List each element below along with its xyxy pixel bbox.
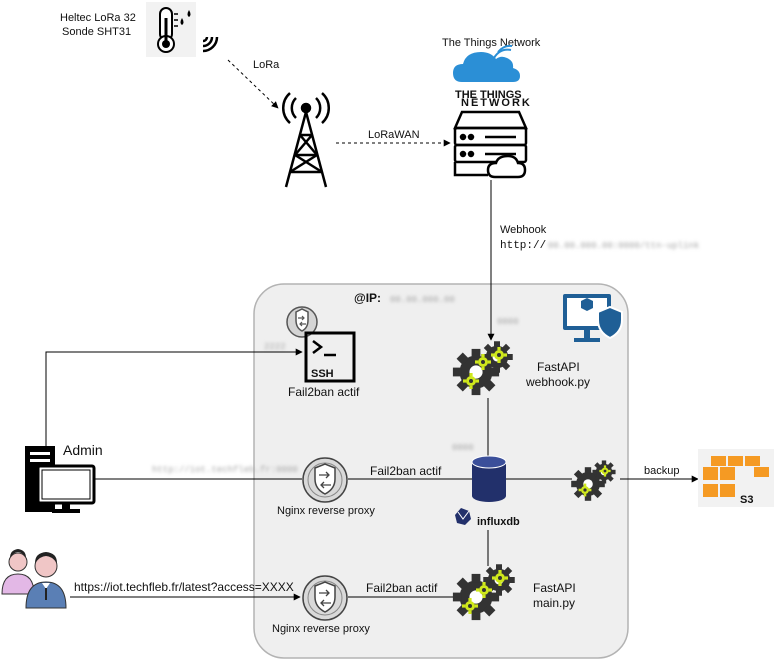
svg-text:NETWORK: NETWORK (461, 97, 532, 109)
influxdb-logo: influxdb (455, 508, 520, 528)
fastapi-main-label-1: FastAPI (533, 581, 576, 595)
ttn-server-icon (453, 110, 528, 179)
svg-text:2222: 2222 (264, 342, 286, 352)
thermometer-icon (146, 2, 196, 57)
wireless-signal-icon (202, 36, 219, 53)
users-icon (1, 549, 67, 609)
nginx-bottom-shield-icon (302, 575, 348, 621)
svg-text:0000: 0000 (452, 443, 474, 453)
webhook-url: http:// (500, 240, 546, 252)
nginx-bottom-label: Nginx reverse proxy (272, 623, 370, 635)
svg-text:00.00.000.00:0000/ttn-uplink: 00.00.000.00:0000/ttn-uplink (548, 241, 699, 251)
server-ip-label: @IP: (354, 291, 381, 305)
server-box (253, 283, 629, 659)
aws-s3-icon: S3 (698, 449, 774, 507)
ttn-cloud-logo: THE THINGS NETWORK (453, 44, 532, 109)
lora-label: LoRa (253, 59, 280, 71)
fastapi-webhook-label-2: webhook.py (525, 375, 590, 389)
security-monitor-icon (563, 294, 623, 342)
lorawan-label: LoRaWAN (368, 129, 420, 141)
fastapi-webhook-label-1: FastAPI (537, 360, 580, 374)
nginx-middle-label: Nginx reverse proxy (277, 505, 375, 517)
backup-label: backup (644, 465, 679, 477)
fail2ban-ssh-icon (286, 306, 318, 338)
sensor-label-line2: Sonde SHT31 (62, 26, 131, 38)
admin-computer-icon (25, 446, 96, 513)
webhook-label: Webhook (500, 224, 547, 236)
nginx-middle-shield-icon (302, 457, 348, 503)
influxdb-cylinder-icon (471, 455, 507, 502)
ttn-title: The Things Network (442, 37, 541, 49)
ssh-label: SSH (311, 368, 334, 380)
fail2ban-middle-label: Fail2ban actif (370, 464, 442, 478)
sensor-label-line1: Heltec LoRa 32 (60, 12, 136, 24)
antenna-tower-icon (281, 92, 331, 188)
fastapi-main-label-2: main.py (533, 596, 575, 610)
svg-text:http://iot.techfleb.fr:0000: http://iot.techfleb.fr:0000 (152, 465, 298, 475)
public-url-label: https://iot.techfleb.fr/latest?access=XX… (74, 580, 294, 594)
influxdb-wordmark: influxdb (477, 516, 520, 528)
fail2ban-ssh-label: Fail2ban actif (288, 385, 360, 399)
svg-text:0000: 0000 (497, 317, 519, 327)
s3-label: S3 (740, 494, 753, 506)
admin-label: Admin (63, 442, 103, 458)
admin-ssh-link (45, 348, 303, 446)
svg-text:00.00.000.00: 00.00.000.00 (390, 295, 455, 305)
fail2ban-bottom-label: Fail2ban actif (366, 581, 438, 595)
svg-text:THE THINGS: THE THINGS (455, 89, 522, 101)
ssh-terminal-icon: SSH (304, 331, 356, 383)
